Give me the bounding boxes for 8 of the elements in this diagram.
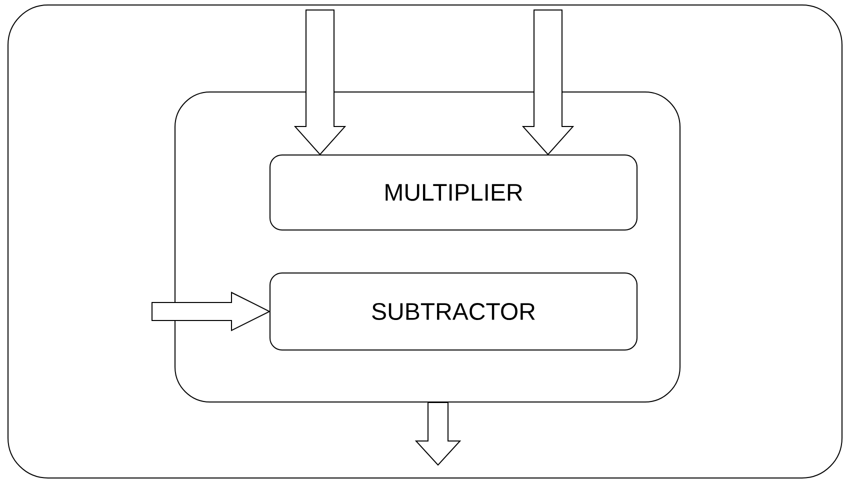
block-arrow	[294, 10, 346, 156]
block-arrow	[152, 292, 271, 332]
block-arrow	[522, 10, 574, 156]
text-box: SUBTRACTOR	[270, 272, 638, 350]
rounded-frame	[174, 92, 680, 402]
text-box: MULTIPLIER	[270, 154, 638, 230]
rounded-frame	[8, 4, 842, 478]
block-arrow	[414, 402, 462, 466]
